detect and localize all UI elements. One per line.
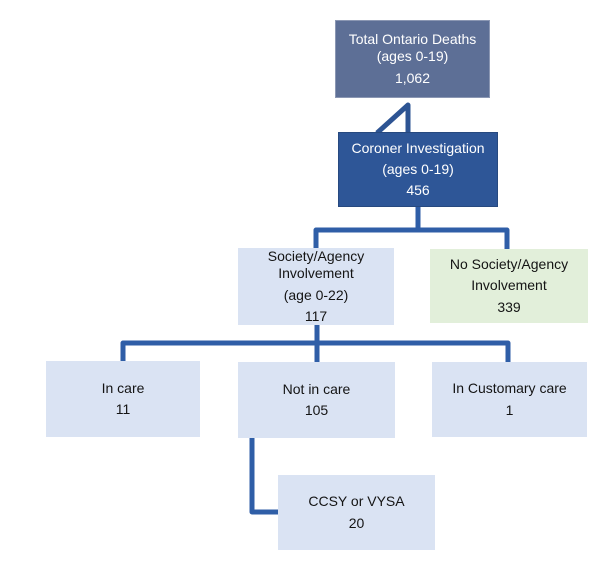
node-value: 1,062 (394, 69, 431, 86)
node-customary-care: In Customary care 1 (432, 362, 587, 437)
node-coroner-investigation: Coroner Investigation (ages 0-19) 456 (338, 132, 498, 207)
node-value: 105 (304, 402, 329, 418)
node-ccsy-vysa: CCSY or VYSA 20 (278, 475, 435, 550)
node-value: 20 (348, 514, 365, 531)
connector-society-to-level4 (120, 325, 511, 363)
node-value: 117 (304, 307, 328, 324)
node-value: 339 (497, 298, 521, 315)
node-value: 456 (406, 182, 430, 199)
node-label: CCSY or VYSA (308, 493, 405, 510)
node-no-society-involvement: No Society/Agency Involvement 339 (430, 249, 588, 323)
node-label: No Society/Agency (449, 256, 569, 273)
node-label: Not in care (282, 380, 351, 397)
node-label-2: Involvement (471, 277, 547, 294)
node-label: Society/Agency Involvement (267, 248, 365, 282)
node-value: 1 (505, 401, 514, 418)
node-label: Total Ontario Deaths (ages 0-19) (348, 31, 477, 65)
connector-notincare-to-ccsy (249, 438, 278, 515)
node-label: In care (101, 379, 145, 396)
node-value: 11 (115, 401, 131, 417)
node-sublabel: (age 0-22) (283, 286, 349, 303)
connector-coroner-to-total-arrow (375, 102, 411, 135)
node-society-involvement: Society/Agency Involvement (age 0-22) 11… (238, 248, 394, 325)
node-in-care: In care 11 (46, 361, 200, 437)
node-total-ontario-deaths: Total Ontario Deaths (ages 0-19) 1,062 (335, 20, 490, 98)
node-not-in-care: Not in care 105 (238, 362, 395, 438)
node-sublabel: (ages 0-19) (382, 160, 454, 177)
node-label: Coroner Investigation (351, 139, 485, 156)
node-label: In Customary care (452, 380, 567, 397)
connector-coroner-to-level3 (313, 207, 510, 251)
